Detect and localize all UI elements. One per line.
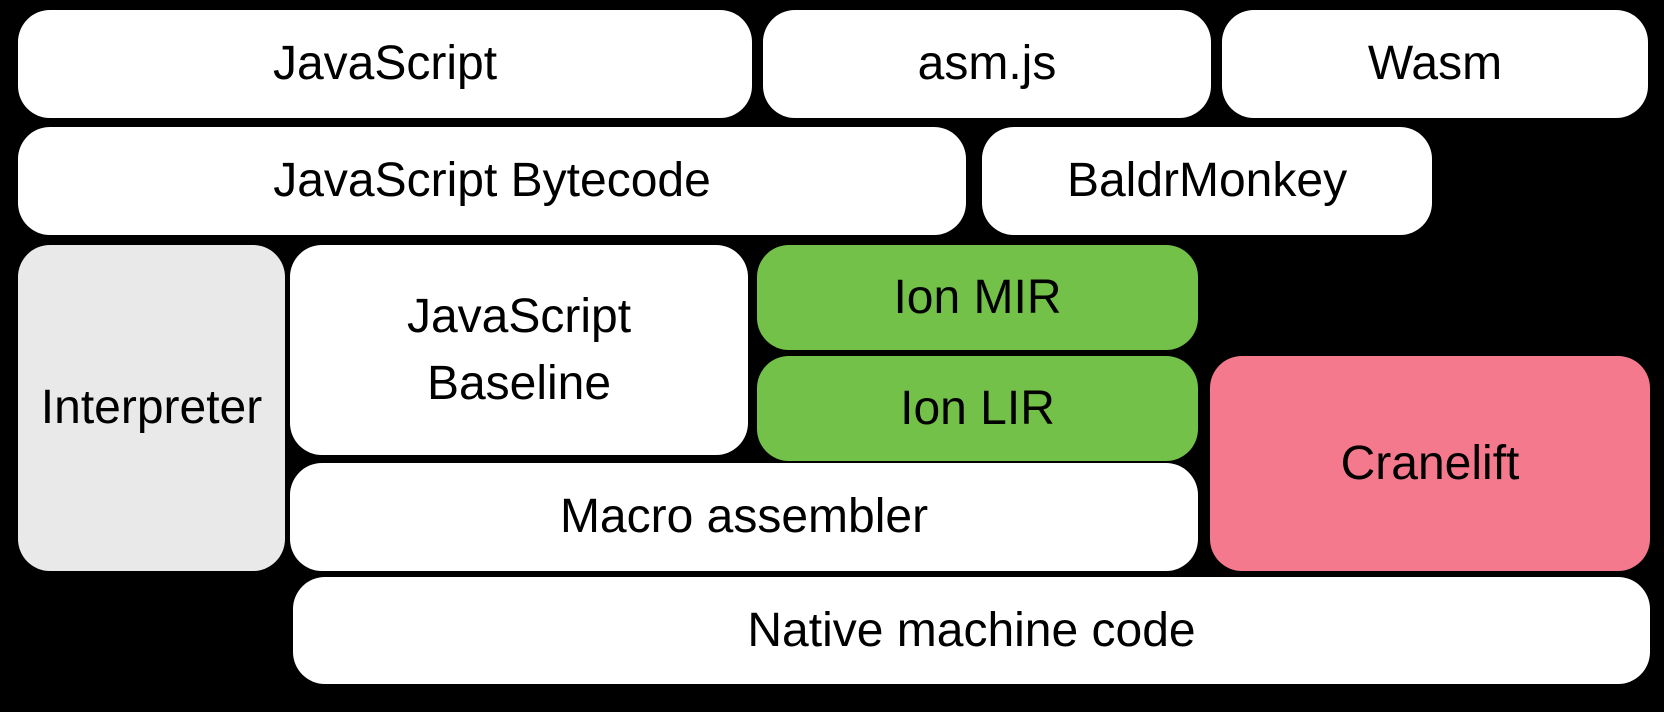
box-native-machine-code: Native machine code <box>293 577 1650 684</box>
box-macro-assembler-label: Macro assembler <box>559 490 929 544</box>
box-javascript-baseline-line2: Baseline <box>426 357 612 410</box>
box-ion-mir-label: Ion MIR <box>893 270 1062 324</box>
box-wasm-label: Wasm <box>1367 37 1503 91</box>
box-ion-lir-label: Ion LIR <box>900 381 1055 435</box>
box-javascript-bytecode-label: JavaScript Bytecode <box>273 154 711 208</box>
box-javascript-baseline: JavaScript Baseline <box>290 245 748 455</box>
box-cranelift-label: Cranelift <box>1340 436 1520 490</box>
box-cranelift: Cranelift <box>1210 356 1650 571</box>
box-javascript-bytecode: JavaScript Bytecode <box>18 127 966 235</box>
box-native-machine-code-label: Native machine code <box>747 603 1196 657</box>
box-macro-assembler: Macro assembler <box>290 463 1198 571</box>
box-interpreter-label: Interpreter <box>40 381 263 435</box>
box-baldrmonkey-label: BaldrMonkey <box>1066 154 1348 208</box>
box-baldrmonkey: BaldrMonkey <box>982 127 1432 235</box>
box-asm-js-label: asm.js <box>917 37 1057 91</box>
box-asm-js: asm.js <box>763 10 1211 118</box>
box-wasm: Wasm <box>1222 10 1648 118</box>
box-javascript-baseline-line1: JavaScript <box>406 289 632 343</box>
box-javascript: JavaScript <box>18 10 752 118</box>
box-javascript-baseline-label: JavaScript Baseline <box>407 283 631 417</box>
box-interpreter: Interpreter <box>18 245 285 571</box>
box-ion-mir: Ion MIR <box>757 245 1198 350</box>
box-ion-lir: Ion LIR <box>757 356 1198 461</box>
box-javascript-label: JavaScript <box>272 37 498 91</box>
